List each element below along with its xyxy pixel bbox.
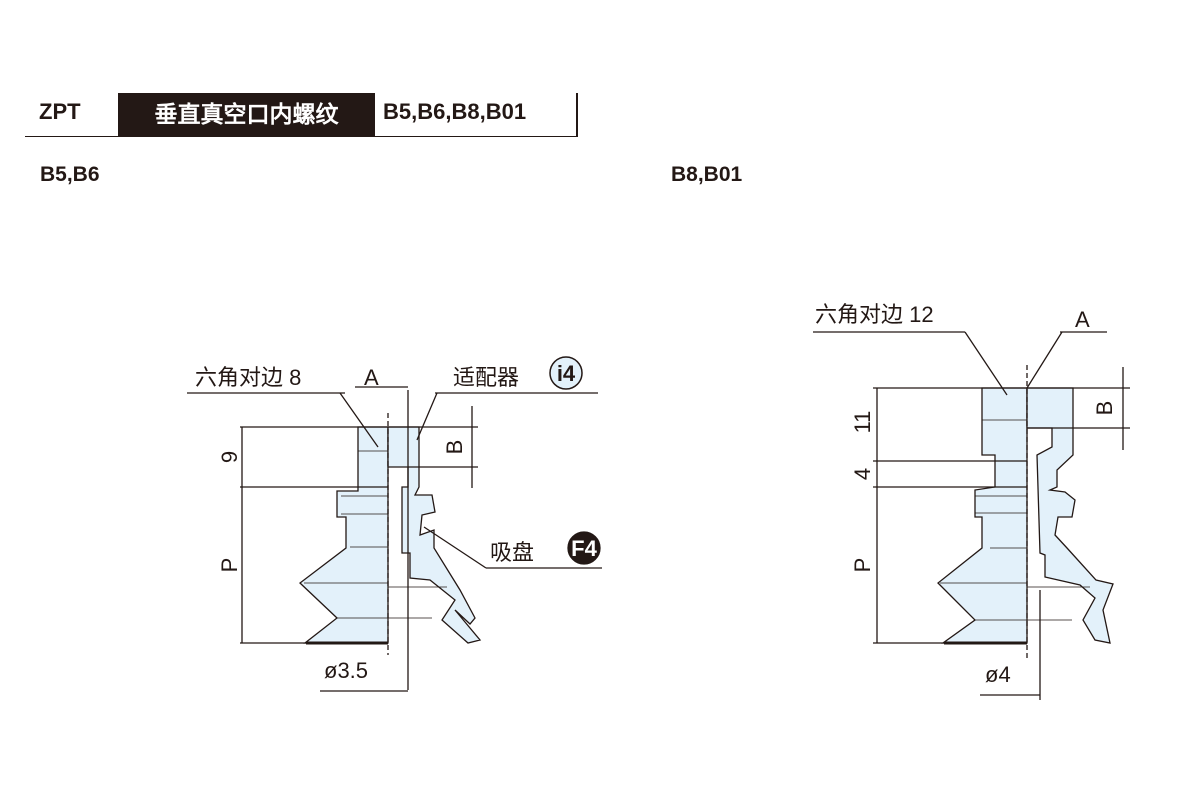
right-dim-neck: 4 [850, 468, 875, 480]
right-diameter: ø4 [985, 662, 1011, 687]
right-a-label: A [1075, 307, 1090, 332]
right-dim-height: 11 [850, 411, 875, 434]
left-hex-label: 六角对边 8 [195, 365, 301, 390]
left-pad-section [387, 426, 482, 644]
left-heading: B5,B6 [40, 163, 100, 186]
left-pad-body [298, 426, 389, 644]
left-diameter: ø3.5 [324, 658, 368, 683]
pad-badge-circle [567, 531, 601, 565]
series-name: ZPT [39, 99, 81, 124]
right-hex-label: 六角对边 12 [815, 302, 934, 327]
left-a-label: A [364, 365, 379, 390]
left-drawing [187, 356, 602, 692]
left-dim-b: B [442, 440, 467, 455]
right-dim-b: B [1092, 401, 1117, 416]
pad-badge: F4 [571, 536, 597, 561]
right-pad-section [1026, 387, 1114, 644]
right-drawing [813, 331, 1130, 700]
right-heading: B8,B01 [671, 163, 743, 186]
right-dim-p: P [850, 558, 875, 573]
adapter-badge: i4 [557, 361, 576, 386]
right-pad-body [937, 387, 1028, 644]
title-box: 垂直真空口内螺纹 [118, 93, 375, 136]
adapter-label: 适配器 [453, 365, 519, 390]
left-dim-p: P [217, 558, 242, 573]
adapter-badge-circle [549, 356, 583, 390]
model-list: B5,B6,B8,B01 [383, 99, 527, 124]
pad-label: 吸盘 [490, 540, 534, 565]
header-divider [576, 93, 578, 137]
header-bar: ZPT 垂直真空口内螺纹 B5,B6,B8,B01 [25, 93, 578, 137]
left-dim-height: 9 [217, 451, 242, 463]
